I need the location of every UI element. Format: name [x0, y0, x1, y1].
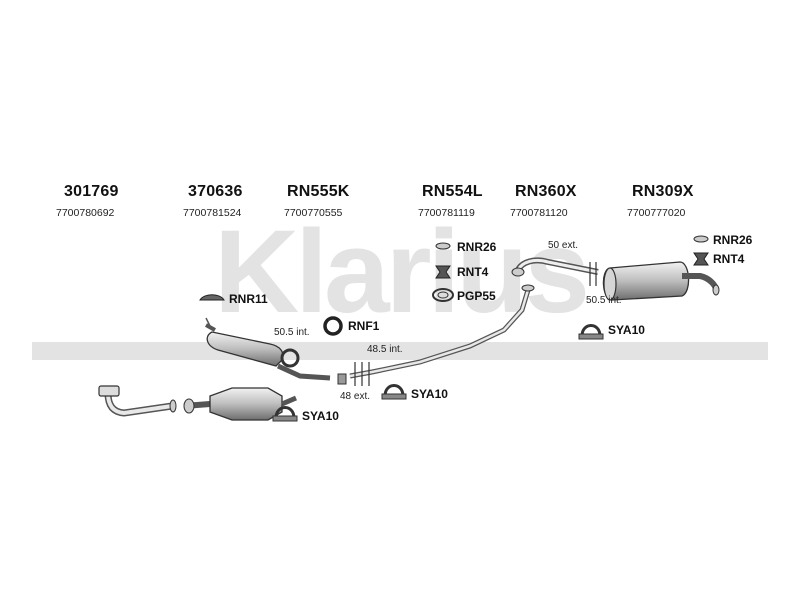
fitting-label: PGP55 — [457, 289, 496, 303]
pgp55-gasket-icon — [432, 288, 454, 302]
sya10-clamp-icon — [272, 406, 298, 422]
fitting-label: RNR26 — [713, 233, 753, 247]
part-code: 370636 — [188, 183, 243, 200]
dimension-label: 50.5 int. — [586, 295, 622, 306]
fitting-label: SYA10 — [302, 409, 339, 423]
fitting-label: SYA10 — [608, 323, 645, 337]
rear-silencer — [511, 257, 720, 301]
dimension-label: 48.5 int. — [367, 344, 403, 355]
rnr26-rubber-icon — [435, 242, 451, 250]
rnr11-rubber-mount-icon — [199, 294, 225, 301]
oem-number: 7700781524 — [183, 207, 242, 219]
oem-number: 7700781119 — [418, 207, 475, 219]
middle-pipe — [349, 284, 535, 386]
sya10-clamp-icon — [578, 324, 604, 340]
fitting-label: RNR26 — [457, 240, 497, 254]
rnr26-rubber-icon — [693, 235, 709, 243]
part-code: RN360X — [515, 183, 577, 200]
svg-text:Klarius: Klarius — [214, 206, 586, 338]
fitting-label: RNF1 — [348, 319, 380, 333]
part-code: RN555K — [287, 183, 350, 200]
fitting-label: RNR11 — [229, 292, 268, 306]
part-code: 301769 — [64, 183, 119, 200]
fitting-label: SYA10 — [411, 387, 448, 401]
rnt4-bracket-icon — [693, 252, 709, 266]
rnf1-ring-icon — [323, 316, 343, 336]
center-silencer — [205, 317, 347, 385]
dimension-label: 50.5 int. — [274, 327, 310, 338]
fitting-label: RNT4 — [457, 265, 489, 279]
dimension-label: 48 ext. — [340, 391, 371, 402]
oem-number: 7700770555 — [284, 207, 343, 219]
part-code: RN554L — [422, 183, 483, 200]
oem-number: 7700781120 — [510, 207, 568, 219]
oem-number: 7700780692 — [56, 207, 115, 219]
sya10-clamp-icon — [381, 384, 407, 400]
part-code: RN309X — [632, 183, 694, 200]
dimension-label: 50 ext. — [548, 240, 579, 251]
fitting-label: RNT4 — [713, 252, 745, 266]
catalytic-converter — [183, 387, 297, 421]
oem-number: 7700777020 — [627, 207, 686, 219]
front-downpipe — [98, 385, 177, 417]
rnt4-bracket-icon — [435, 265, 451, 279]
